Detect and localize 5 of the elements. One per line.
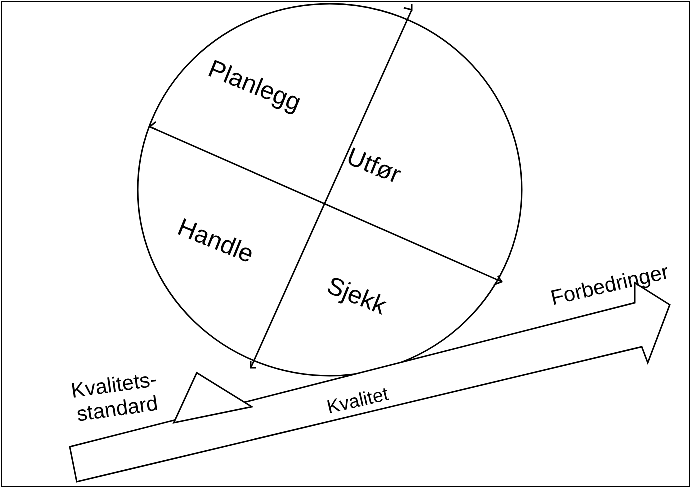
quadrant-label: Sjekk [322, 272, 390, 322]
wedge [170, 371, 256, 427]
quadrant-label: Utfør [342, 142, 405, 190]
standard-label: Kvalitets- standard [68, 368, 161, 428]
arrow-label: Kvalitet [325, 384, 391, 420]
